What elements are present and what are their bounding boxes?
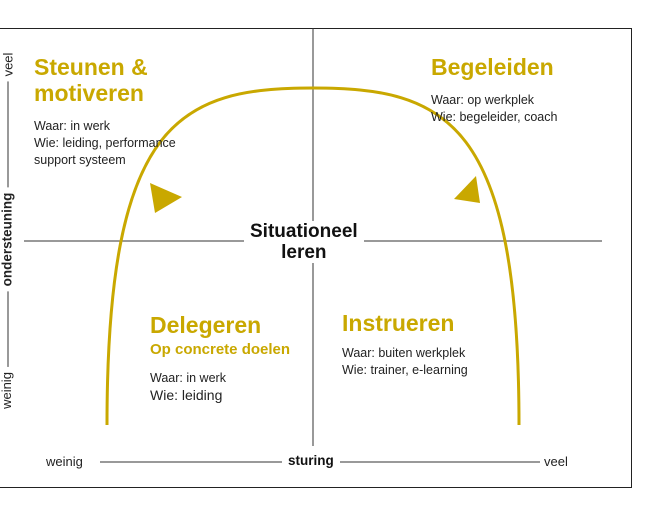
steunen-wie: Wie: leiding, performance <box>34 136 176 150</box>
x-axis-low-label: weinig <box>46 454 89 469</box>
y-axis-low-label: weinig <box>0 367 14 414</box>
center-title-line2: leren <box>281 242 327 263</box>
x-axis-title: sturing <box>282 453 340 468</box>
instrueren-wie: Wie: trainer, e-learning <box>342 363 468 377</box>
quadrant-subtitle-delegeren: Op concrete doelen <box>150 341 291 358</box>
quadrant-title-begeleiden: Begeleiden <box>431 54 554 80</box>
center-title: Situationeel leren <box>244 221 364 263</box>
y-axis-high-label: veel <box>0 47 16 82</box>
instrueren-waar: Waar: buiten werkplek <box>342 346 466 360</box>
x-axis-high-label: veel <box>544 454 568 469</box>
steunen-wie-cont: support systeem <box>34 153 126 167</box>
quadrant-title-steunen: Steunen & motiveren <box>34 54 148 106</box>
quadrant-text-delegeren: Waar: in werk Wie: leiding <box>150 370 226 404</box>
delegeren-wie: Wie: leiding <box>150 387 223 403</box>
diagram-frame <box>0 28 632 488</box>
arch-arrow-right <box>454 176 480 203</box>
begeleiden-wie: Wie: begeleider, coach <box>431 110 558 124</box>
begeleiden-waar: Waar: op werkplek <box>431 93 535 107</box>
steunen-title-line2: motiveren <box>34 80 144 106</box>
quadrant-text-steunen: Waar: in werk Wie: leiding, performance … <box>34 118 176 169</box>
quadrant-title-delegeren: Delegeren <box>150 312 262 338</box>
center-title-line1: Situationeel <box>250 221 358 242</box>
quadrant-text-begeleiden: Waar: op werkplek Wie: begeleider, coach <box>431 92 557 126</box>
steunen-waar: Waar: in werk <box>34 119 110 133</box>
delegeren-waar: Waar: in werk <box>150 371 226 385</box>
arch-arrow-left <box>150 183 182 213</box>
quadrant-title-instrueren: Instrueren <box>342 310 455 336</box>
situational-arch-curve <box>105 86 521 426</box>
quadrant-text-instrueren: Waar: buiten werkplek Wie: trainer, e-le… <box>342 345 468 379</box>
y-axis-title: ondersteuning <box>0 187 15 292</box>
steunen-title-line1: Steunen & <box>34 54 148 80</box>
